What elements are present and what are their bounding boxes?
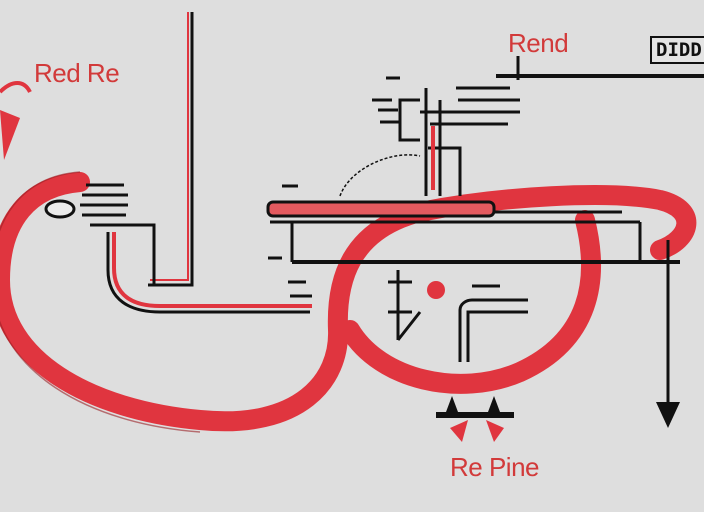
coil-pipe-red [112,232,312,308]
valve-assembly [372,76,520,196]
pipe-opening [44,199,76,219]
platform [266,200,496,218]
vertical-pipe-inner [150,12,189,281]
coil-fitting [80,183,150,227]
coil-pipe-right [144,223,156,285]
vertical-pipe [148,12,194,287]
red-swirl-outline [0,171,201,433]
red-gauge [427,281,445,299]
lower-outlet-pipe [458,298,528,362]
coil-pipe-down [106,232,310,314]
red-swirl-pipe [0,172,697,432]
label-bottom: Re Pine [450,452,540,482]
valve-dome [339,154,421,197]
label-box: DIDD [650,36,704,64]
bottom-support [436,396,514,442]
label-top-right: Rend [508,28,569,58]
label-top-left: Red Re [34,58,120,88]
lower-valve [388,270,422,341]
red-wedge-left [0,110,20,160]
arrow-head [656,402,680,428]
red-arc-left [0,81,32,94]
